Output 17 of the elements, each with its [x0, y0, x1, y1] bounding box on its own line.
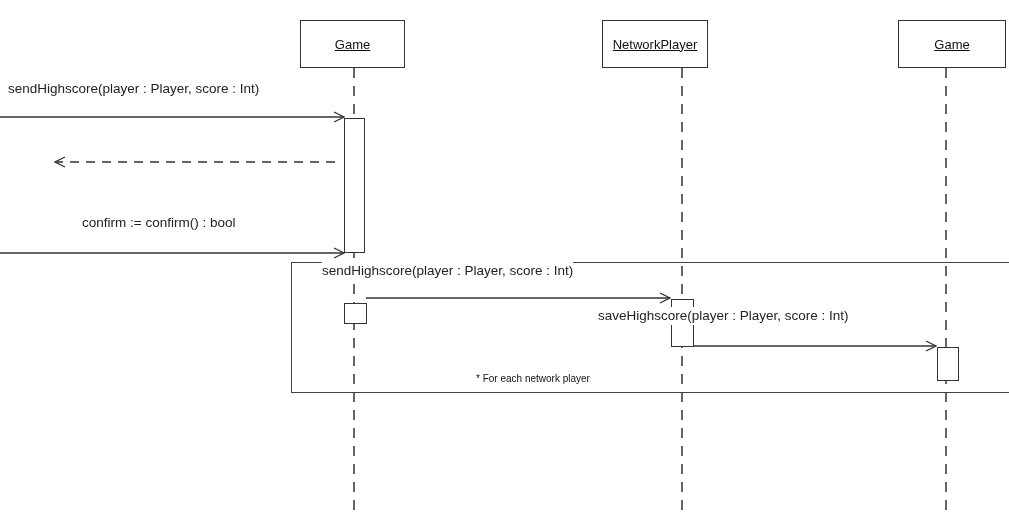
- lifeline-name: Game: [334, 36, 371, 52]
- message-arrow: [365, 292, 671, 304]
- return-arrow: [54, 156, 336, 168]
- lifeline-head-box: [898, 20, 1006, 68]
- message-arrow: [692, 340, 937, 352]
- edge-label: saveHighscore(player : Player, score : Int): [598, 307, 849, 325]
- lifeline-name: NetworkPlayer: [612, 36, 698, 52]
- lifeline-head-box: [300, 20, 405, 68]
- lifeline-name: Game: [934, 36, 970, 52]
- lifeline-head-box: [602, 20, 708, 68]
- loop-note: * For each network player: [476, 373, 590, 384]
- activation-bar: [344, 303, 367, 324]
- message-arrow: [0, 111, 345, 123]
- activation-bar: [937, 347, 959, 381]
- activation-bar: [344, 118, 365, 253]
- edge-label: sendHighscore(player : Player, score : Int): [322, 262, 574, 280]
- message-arrow: [0, 247, 345, 259]
